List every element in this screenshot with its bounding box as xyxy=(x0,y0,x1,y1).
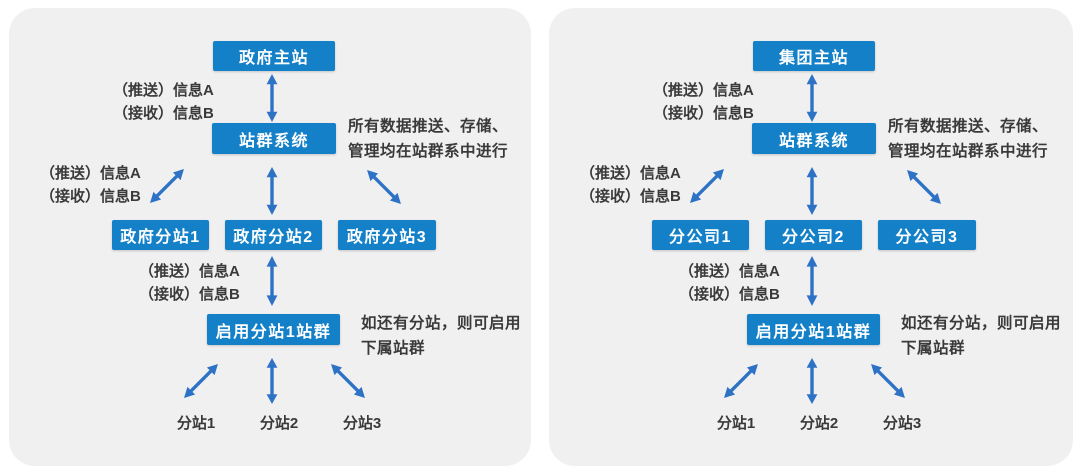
io-label-cluster-branches: （推送）信息A （接收）信息B xyxy=(40,162,141,208)
double-arrow-icon xyxy=(362,165,406,209)
receive-info-label: （接收）信息B xyxy=(679,286,780,303)
enable-note-line1: 如还有分站，则可启用 xyxy=(361,315,522,332)
double-arrow-icon xyxy=(179,359,223,403)
enable-subcluster-box: 启用分站1站群 xyxy=(747,314,880,345)
main-site-box: 集团主站 xyxy=(753,41,875,71)
push-info-label: （推送）信息A xyxy=(580,165,681,182)
double-arrow-icon xyxy=(685,164,729,208)
receive-info-label: （接收）信息B xyxy=(40,188,141,205)
leaf-site-label-2: 分站2 xyxy=(799,415,839,432)
receive-info-label: （接收）信息B xyxy=(113,105,214,122)
branch-site-box-1: 分公司1 xyxy=(652,220,749,250)
group-cluster-diagram-panel: 集团主站 （推送）信息A （接收）信息B 站群系统 所有数据推送、存储、 管理均… xyxy=(549,8,1073,466)
branch-site-box-1: 政府分站1 xyxy=(112,220,209,250)
cluster-system-box: 站群系统 xyxy=(212,123,336,154)
government-cluster-diagram-panel: 政府主站 （推送）信息A （接收）信息B 站群系统 所有数据推送、存储、 管理均… xyxy=(9,8,531,466)
branch-site-box-2: 分公司2 xyxy=(765,220,862,250)
main-site-box: 政府主站 xyxy=(213,41,335,71)
double-arrow-icon xyxy=(145,164,189,208)
branch-site-box-3: 政府分站3 xyxy=(338,220,436,250)
double-arrow-icon xyxy=(265,167,279,215)
double-arrow-icon xyxy=(866,359,910,403)
cluster-note-line1: 所有数据推送、存储、 xyxy=(888,118,1049,135)
push-info-label: （推送）信息A xyxy=(679,263,780,280)
push-info-label: （推送）信息A xyxy=(40,165,141,182)
double-arrow-icon xyxy=(805,358,819,404)
branch-site-box-2: 政府分站2 xyxy=(225,220,322,250)
leaf-site-label-1: 分站1 xyxy=(716,415,756,432)
receive-info-label: （接收）信息B xyxy=(653,105,754,122)
double-arrow-icon xyxy=(902,165,946,209)
branch-site-box-3: 分公司3 xyxy=(878,220,976,250)
io-label-main-cluster: （推送）信息A （接收）信息B xyxy=(653,79,754,125)
io-label-main-cluster: （推送）信息A （接收）信息B xyxy=(113,79,214,125)
push-info-label: （推送）信息A xyxy=(653,82,754,99)
cluster-system-note: 所有数据推送、存储、 管理均在站群系中进行 xyxy=(888,114,1048,164)
double-arrow-icon xyxy=(719,359,763,403)
cluster-system-box: 站群系统 xyxy=(752,123,876,154)
double-arrow-icon xyxy=(265,74,279,122)
leaf-site-label-3: 分站3 xyxy=(882,415,922,432)
double-arrow-icon xyxy=(326,359,370,403)
double-arrow-icon xyxy=(265,256,279,306)
enable-subcluster-note: 如还有分站，则可启用 下属站群 xyxy=(901,311,1061,361)
push-info-label: （推送）信息A xyxy=(139,263,240,280)
double-arrow-icon xyxy=(265,358,279,404)
enable-subcluster-note: 如还有分站，则可启用 下属站群 xyxy=(361,311,521,361)
io-label-cluster-branches: （推送）信息A （接收）信息B xyxy=(580,162,681,208)
enable-note-line2: 下属站群 xyxy=(361,340,426,357)
double-arrow-icon xyxy=(805,256,819,306)
leaf-site-label-1: 分站1 xyxy=(176,415,216,432)
cluster-system-note: 所有数据推送、存储、 管理均在站群系中进行 xyxy=(348,114,508,164)
io-label-branch-enable: （推送）信息A （接收）信息B xyxy=(679,260,780,306)
enable-note-line1: 如还有分站，则可启用 xyxy=(901,315,1062,332)
double-arrow-icon xyxy=(805,74,819,122)
leaf-site-label-3: 分站3 xyxy=(342,415,382,432)
receive-info-label: （接收）信息B xyxy=(580,188,681,205)
leaf-site-label-2: 分站2 xyxy=(259,415,299,432)
cluster-note-line1: 所有数据推送、存储、 xyxy=(348,118,509,135)
enable-subcluster-box: 启用分站1站群 xyxy=(207,314,340,345)
enable-note-line2: 下属站群 xyxy=(901,340,966,357)
cluster-note-line2: 管理均在站群系中进行 xyxy=(348,143,509,160)
cluster-note-line2: 管理均在站群系中进行 xyxy=(888,143,1049,160)
double-arrow-icon xyxy=(805,167,819,215)
push-info-label: （推送）信息A xyxy=(113,82,214,99)
io-label-branch-enable: （推送）信息A （接收）信息B xyxy=(139,260,240,306)
receive-info-label: （接收）信息B xyxy=(139,286,240,303)
